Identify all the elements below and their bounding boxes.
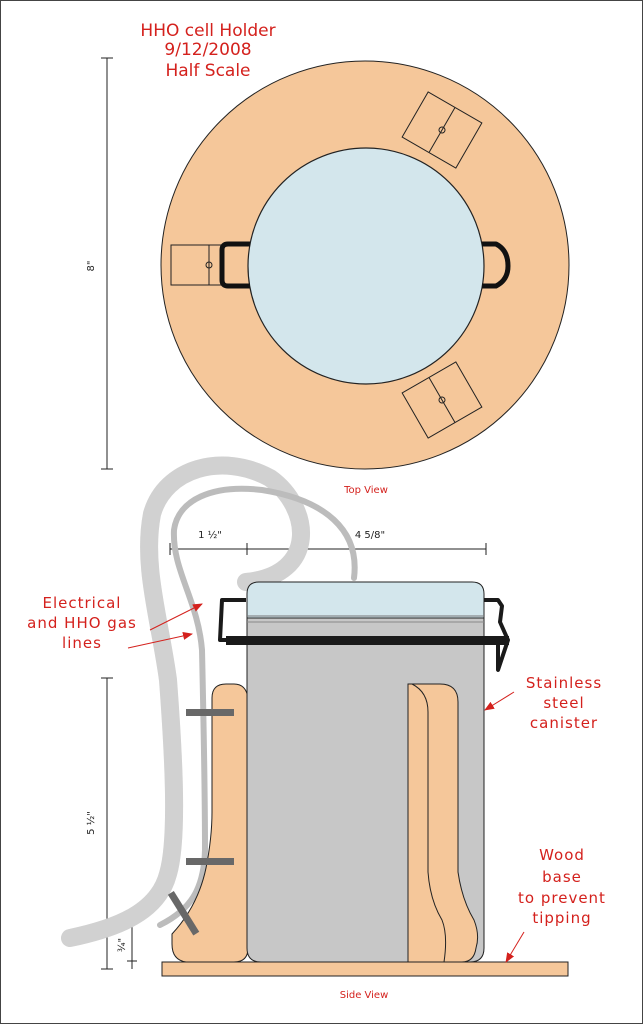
side-view: 1 ½" 4 5/8" 5 ½" ¾" bbox=[61, 456, 569, 1001]
callout-lines: Electrical and HHO gas lines bbox=[27, 594, 203, 652]
dim-left-width: 1 ½" bbox=[198, 529, 222, 541]
left-wood-support bbox=[171, 683, 249, 963]
top-diameter-label: 8" bbox=[86, 261, 97, 272]
title-line-2: 9/12/2008 bbox=[164, 40, 251, 60]
callout-base-1: Wood bbox=[539, 846, 585, 864]
callout-lines-3: lines bbox=[62, 634, 102, 652]
electrical-line bbox=[157, 485, 358, 928]
callout-base-3: to prevent bbox=[518, 889, 606, 907]
callout-arrow bbox=[484, 691, 515, 711]
dim-canister-width: 4 5/8" bbox=[355, 530, 385, 541]
left-handle bbox=[219, 241, 250, 289]
callout-arrow bbox=[505, 931, 525, 963]
callout-base-2: base bbox=[542, 868, 582, 886]
wood-base bbox=[161, 961, 569, 977]
callout-base-4: tipping bbox=[532, 909, 591, 927]
callout-base: Wood base to prevent tipping bbox=[505, 846, 606, 963]
right-handle bbox=[482, 241, 511, 289]
right-handle-side bbox=[484, 598, 510, 672]
top-view-caption: Top View bbox=[343, 485, 388, 496]
callout-canister-2: steel bbox=[543, 694, 584, 712]
top-view: 8" Top View bbox=[86, 57, 570, 496]
callout-lines-1: Electrical bbox=[43, 594, 122, 612]
title-line-3: Half Scale bbox=[165, 61, 250, 81]
hose-clip bbox=[186, 709, 234, 716]
right-wood-support bbox=[407, 683, 479, 963]
callout-arrow bbox=[149, 603, 203, 631]
callout-canister-1: Stainless bbox=[526, 674, 602, 692]
title-line-1: HHO cell Holder bbox=[140, 21, 275, 41]
clamp-block bbox=[401, 91, 483, 169]
callout-arrow bbox=[127, 632, 193, 649]
callout-canister-3: canister bbox=[530, 714, 598, 732]
canister-lid bbox=[246, 581, 485, 619]
callout-canister: Stainless steel canister bbox=[484, 674, 602, 732]
side-view-caption: Side View bbox=[340, 990, 389, 1001]
title-block: HHO cell Holder 9/12/2008 Half Scale bbox=[140, 21, 275, 81]
canister-top bbox=[247, 147, 485, 385]
hose-clip bbox=[186, 858, 234, 865]
canister-handle-bar bbox=[226, 636, 509, 645]
callout-lines-2: and HHO gas bbox=[27, 614, 137, 632]
clamp-block bbox=[401, 361, 483, 439]
right-support-edge bbox=[411, 683, 447, 963]
dim-base: ¾" bbox=[117, 938, 128, 952]
hose-clip bbox=[167, 891, 200, 936]
clamp-block bbox=[170, 244, 222, 286]
dim-height: 5 ½" bbox=[85, 811, 97, 835]
left-handle-side bbox=[218, 598, 246, 642]
